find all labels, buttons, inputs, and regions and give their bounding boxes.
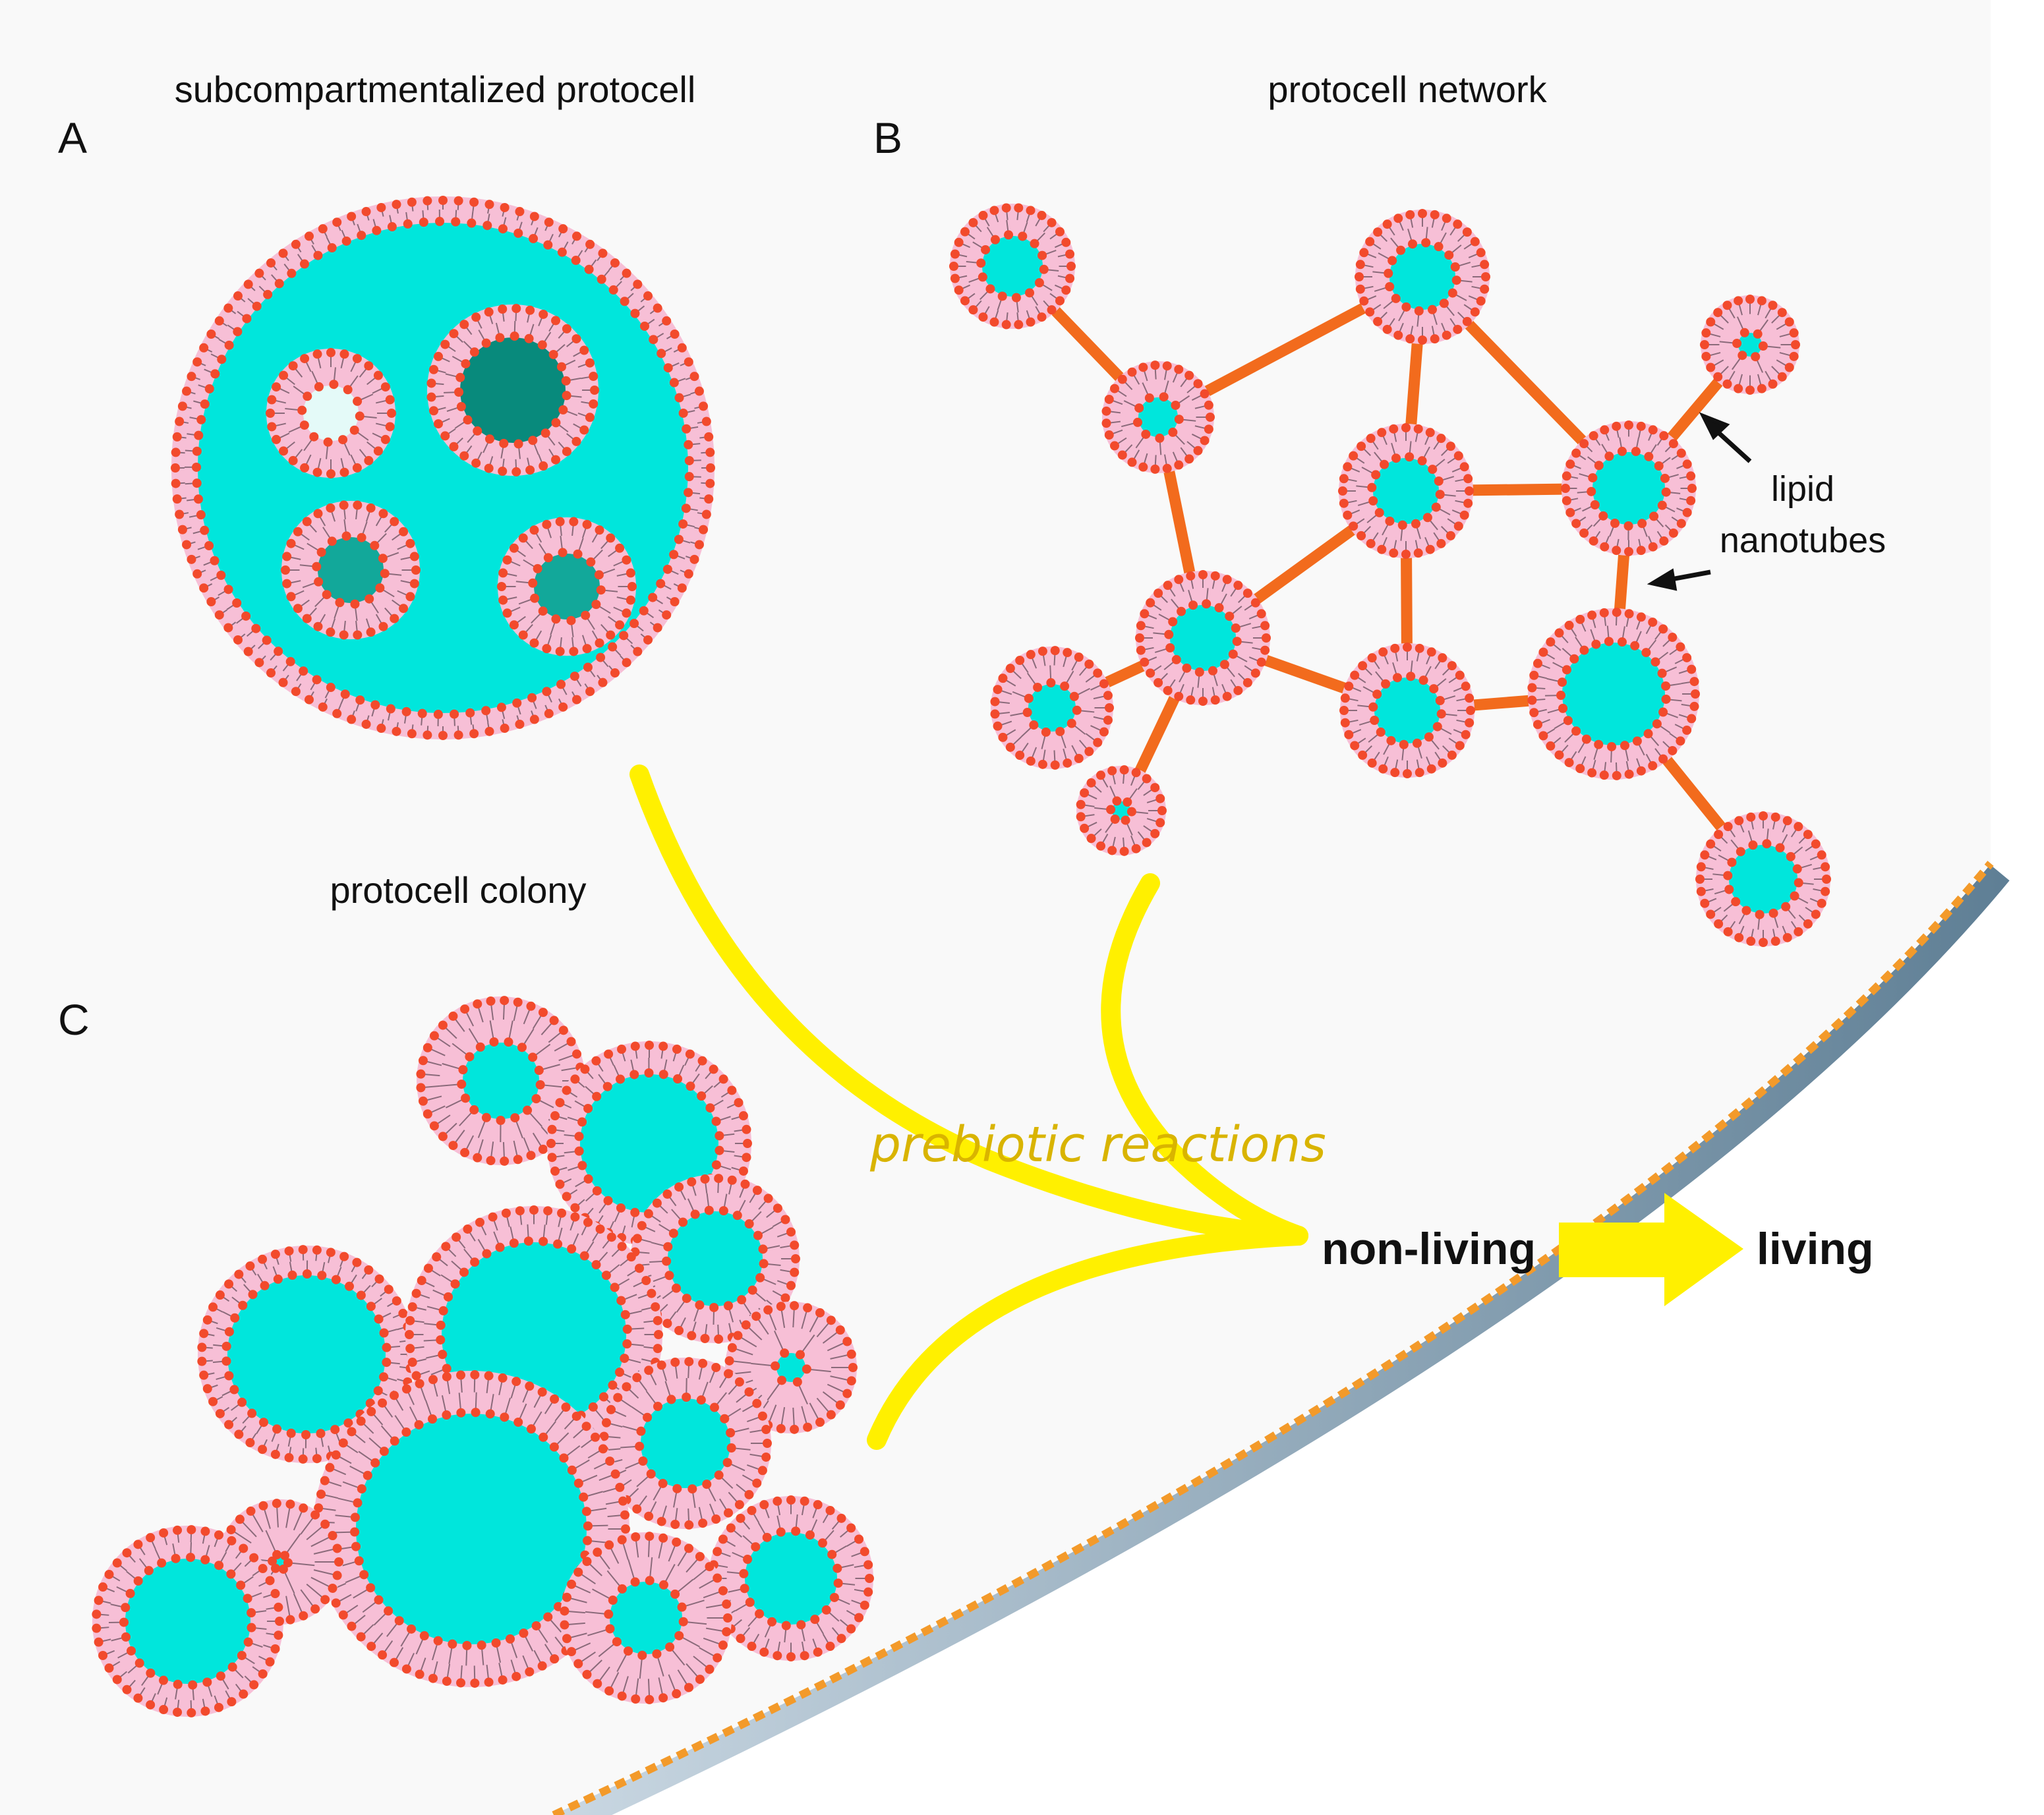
network-protocell <box>1339 643 1475 778</box>
network-protocell <box>1561 420 1697 556</box>
colony-protocell <box>92 1525 284 1717</box>
nanotubes-label: nanotubes <box>1720 521 1886 560</box>
network-protocell <box>1527 608 1700 780</box>
network-protocells <box>949 203 1831 947</box>
inner-vesicle-dark <box>426 304 599 476</box>
panel-b-letter: B <box>873 113 902 162</box>
colony-protocell <box>312 1370 630 1688</box>
colony-protocell <box>630 1174 800 1344</box>
network-protocell <box>990 646 1114 770</box>
colony-protocell <box>197 1245 416 1464</box>
colony-protocell <box>708 1495 874 1661</box>
protocell-colony <box>92 996 874 1717</box>
network-protocell <box>1700 295 1800 395</box>
inner-vesicle-budding <box>497 517 637 656</box>
network-protocell <box>1355 209 1490 345</box>
non-living-label: non-living <box>1322 1224 1536 1274</box>
transition-arrow <box>1559 1193 1743 1306</box>
colony-protocell <box>416 996 586 1166</box>
panel-c-caption: protocell colony <box>330 869 586 911</box>
prebiotic-reactions-label: prebiotic reactions <box>869 1116 1326 1173</box>
network-protocell <box>1338 423 1474 559</box>
living-label: living <box>1757 1224 1874 1274</box>
colony-protocell <box>560 1532 732 1704</box>
panel-a-letter: A <box>58 113 87 162</box>
inner-vesicle-light <box>266 348 396 478</box>
inner-vesicle-mid <box>281 500 421 640</box>
panel-b-caption: protocell network <box>1268 69 1547 110</box>
colony-protocell <box>599 1357 772 1530</box>
network-protocell <box>1076 765 1167 856</box>
network-protocell <box>1695 811 1831 947</box>
outer-boundary <box>552 861 2044 1815</box>
network-protocell <box>1101 360 1215 474</box>
panel-a-caption: subcompartmentalized protocell <box>175 69 696 110</box>
network-protocell <box>949 203 1076 330</box>
network-protocell <box>1135 570 1271 706</box>
nanotube-pointer-arrows <box>1647 412 1752 591</box>
subcompartmentalized-protocell <box>171 196 715 740</box>
prebiotic-flow-arrows <box>629 764 1308 1450</box>
lipid-label: lipid <box>1771 469 1834 509</box>
panel-c-letter: C <box>58 995 90 1044</box>
